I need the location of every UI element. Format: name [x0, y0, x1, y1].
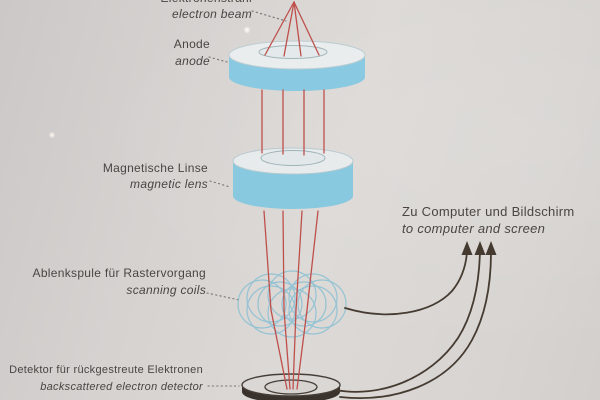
label-detector: Detektor für rückgestreute Elektronen ba… — [9, 362, 203, 396]
label-detector-en: backscattered electron detector — [40, 381, 203, 393]
label-magnetic-lens-de: Magnetische Linse — [102, 161, 208, 175]
label-magnetic-lens-en: magnetic lens — [130, 177, 208, 191]
label-scanning-coils: Ablenkspule für Rastervorgang scanning c… — [33, 265, 206, 299]
label-electron-beam: Elektronenstrahl electron beam — [160, 0, 252, 22]
label-electron-beam-en: electron beam — [172, 7, 252, 21]
wire-from-detector-2 — [339, 251, 492, 399]
label-anode-de: Anode — [173, 37, 210, 51]
label-scanning-coils-de: Ablenkspule für Rastervorgang — [32, 266, 206, 280]
label-scanning-coils-en: scanning coils — [126, 283, 206, 297]
leader-scanning-coils — [206, 292, 240, 301]
label-output-computer-de: Zu Computer und Bildschirm — [402, 204, 575, 219]
electron-beam-fan — [264, 1, 320, 57]
panel-speck-icon — [49, 26, 251, 138]
wire-from-coils — [344, 251, 468, 316]
label-anode-en: anode — [175, 54, 210, 68]
arrow-up-icons — [461, 241, 497, 255]
label-anode: Anode anode — [174, 36, 210, 70]
label-output-computer-en: to computer and screen — [402, 221, 546, 236]
leader-electron-beam — [251, 10, 287, 22]
signal-wires — [335, 251, 492, 399]
magnetic-lens-cylinder — [232, 147, 354, 209]
detector-ring — [241, 373, 341, 400]
label-electron-beam-de: Elektronenstrahl — [160, 0, 252, 6]
anode-disk — [228, 40, 366, 91]
electron-beam-mid — [261, 89, 325, 156]
leader-lines — [206, 10, 287, 387]
leader-magnetic-lens — [209, 180, 231, 188]
label-magnetic-lens: Magnetische Linse magnetic lens — [103, 160, 208, 192]
electron-beam-lower — [263, 210, 319, 390]
leader-anode — [208, 56, 228, 63]
wire-from-detector-1 — [335, 251, 481, 393]
label-output-computer: Zu Computer und Bildschirm to computer a… — [402, 203, 575, 237]
scanning-coils-graphic — [237, 270, 347, 338]
label-detector-de: Detektor für rückgestreute Elektronen — [9, 364, 203, 376]
